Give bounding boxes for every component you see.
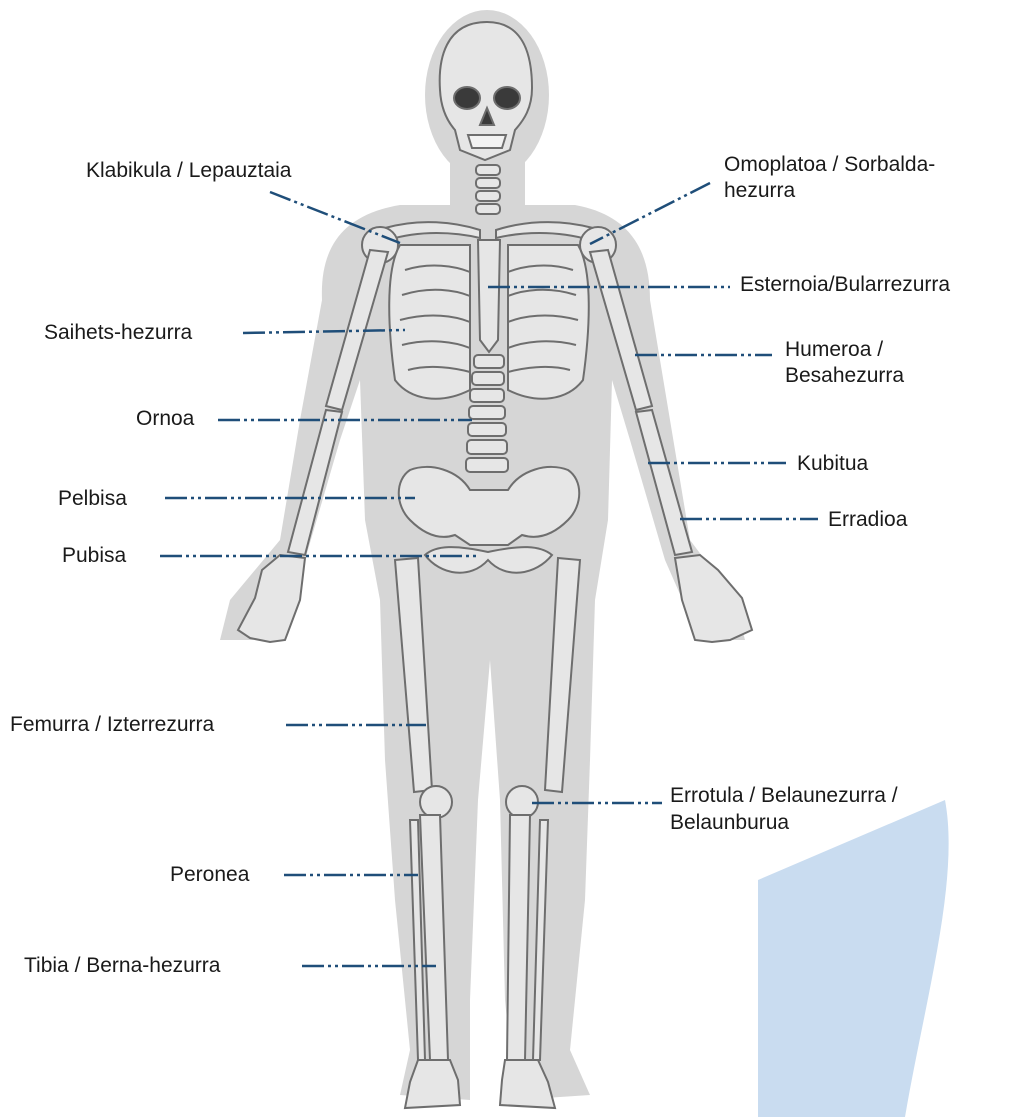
tibia-right xyxy=(507,815,530,1060)
label-clavicle: Klabikula / Lepauztaia xyxy=(86,158,291,183)
label-patella-line2: Belaunburua xyxy=(670,810,789,835)
label-scapula-line2: hezurra xyxy=(724,178,795,203)
label-fibula: Peronea xyxy=(170,862,249,887)
leader-scapula xyxy=(590,183,710,244)
sternum xyxy=(478,240,500,352)
label-femur: Femurra / Izterrezurra xyxy=(10,712,214,737)
accent-shape xyxy=(758,800,949,1117)
label-patella-line1: Errotula / Belaunezurra / xyxy=(670,783,898,808)
label-rib: Saihets-hezurra xyxy=(44,320,192,345)
label-tibia: Tibia / Berna-hezurra xyxy=(24,953,220,978)
label-radius: Erradioa xyxy=(828,507,907,532)
label-humerus-line1: Humeroa / xyxy=(785,337,883,362)
label-vertebra: Ornoa xyxy=(136,406,194,431)
label-ulna: Kubitua xyxy=(797,451,868,476)
label-pubis: Pubisa xyxy=(62,543,126,568)
teeth xyxy=(468,135,506,148)
eye-socket-left xyxy=(454,87,480,109)
label-pelvis: Pelbisa xyxy=(58,486,127,511)
label-humerus-line2: Besahezurra xyxy=(785,363,904,388)
hand-right xyxy=(675,555,752,642)
eye-socket-right xyxy=(494,87,520,109)
patella-left xyxy=(420,786,452,818)
label-scapula-line1: Omoplatoa / Sorbalda- xyxy=(724,152,935,177)
label-sternum: Esternoia/Bularrezurra xyxy=(740,272,950,297)
